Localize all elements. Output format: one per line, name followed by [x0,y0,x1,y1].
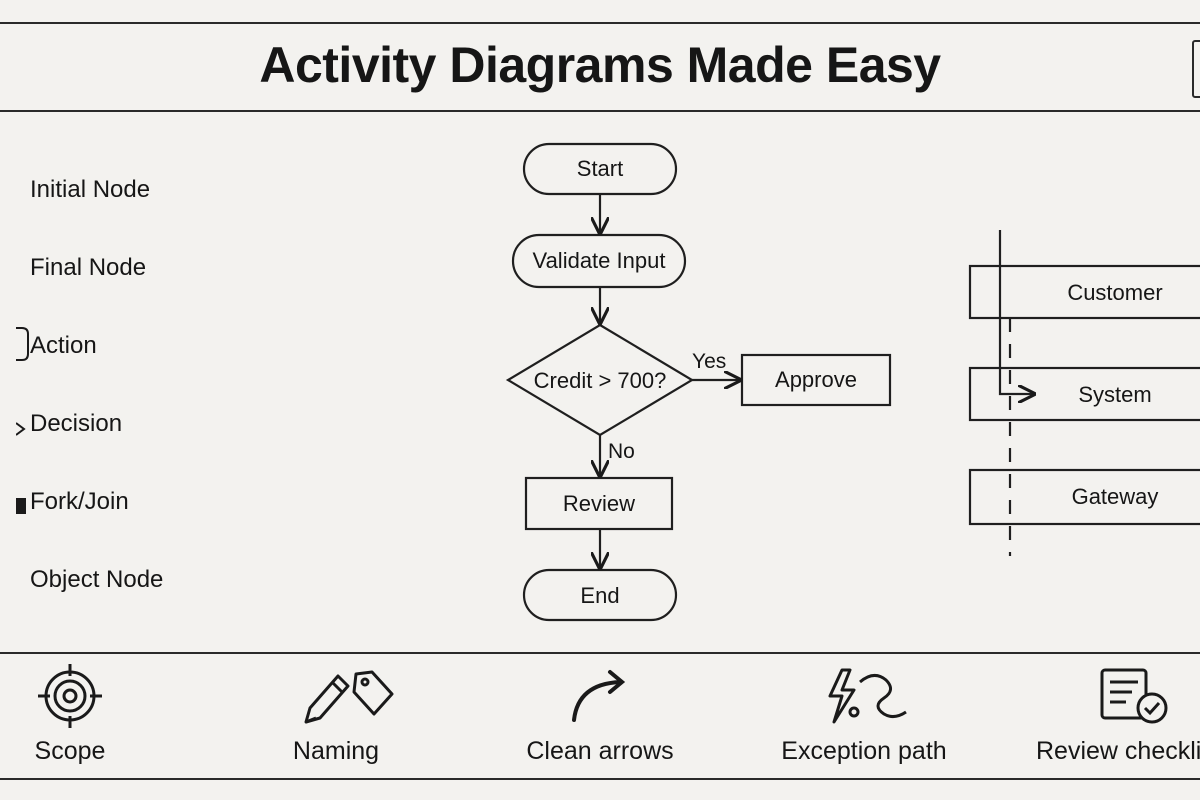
tip-label: Exception path [781,737,947,765]
action-glyph-icon [16,326,30,369]
legend-label: Action [30,332,97,359]
legend-action: Action [16,327,97,361]
tip-clean-arrows: Clean arrows [500,662,700,766]
legend-final-node: Final Node [30,254,146,282]
page-title: Activity Diagrams Made Easy [259,37,941,93]
tip-review-checklist: Review checklist [1028,662,1200,766]
checklist-icon [1098,662,1200,735]
legend-label: Initial Node [30,176,151,203]
legend-fork-join: Fork/Join [16,488,129,516]
legend-label: Final Node [30,254,147,281]
curved-arrow-icon [500,662,700,735]
lane-customer [968,264,1200,320]
review-label: Review [562,491,636,516]
no-label: No [608,440,635,463]
lane-system [968,366,1200,422]
lane-system-label: System [1078,382,1152,407]
corner-box [1192,40,1200,98]
validate-label: Validate Input [532,248,666,273]
yes-label: Yes [692,350,727,373]
lane-gateway [968,468,1200,526]
tip-label: Naming [292,737,380,765]
tip-label: Review checklist [1036,737,1200,765]
tip-scope: Scope [0,662,170,766]
tip-exception-path: Exception path [764,662,964,766]
tip-label: Scope [34,737,106,765]
legend-label: Decision [30,410,123,437]
lane-gateway-label: Gateway [1071,484,1159,509]
legend-decision: Decision [15,410,123,438]
tip-label: Clean arrows [526,737,674,765]
legend-label: Fork/Join [30,488,129,515]
end-label: End [580,583,620,608]
decision-label: Credit > 700? [533,368,667,393]
tip-naming: Naming [236,662,436,766]
legend-object-node: Object Node [30,566,163,594]
legend-initial-node: Initial Node [30,176,150,204]
pencil-tag-icon [236,662,436,735]
legend-label: Object Node [30,566,164,593]
approve-label: Approve [775,367,857,392]
lightning-loop-icon [764,662,964,735]
tips-bar [0,652,1200,780]
fork-join-glyph-icon [16,494,28,522]
approve-node [740,353,892,407]
start-label: Start [576,156,624,181]
lane-arrow [998,368,1034,394]
target-icon [0,662,170,735]
title-bar [0,22,1200,112]
end-node [522,568,678,622]
lane-customer-label: Customer [1067,280,1163,305]
decision-glyph-icon [15,416,28,444]
